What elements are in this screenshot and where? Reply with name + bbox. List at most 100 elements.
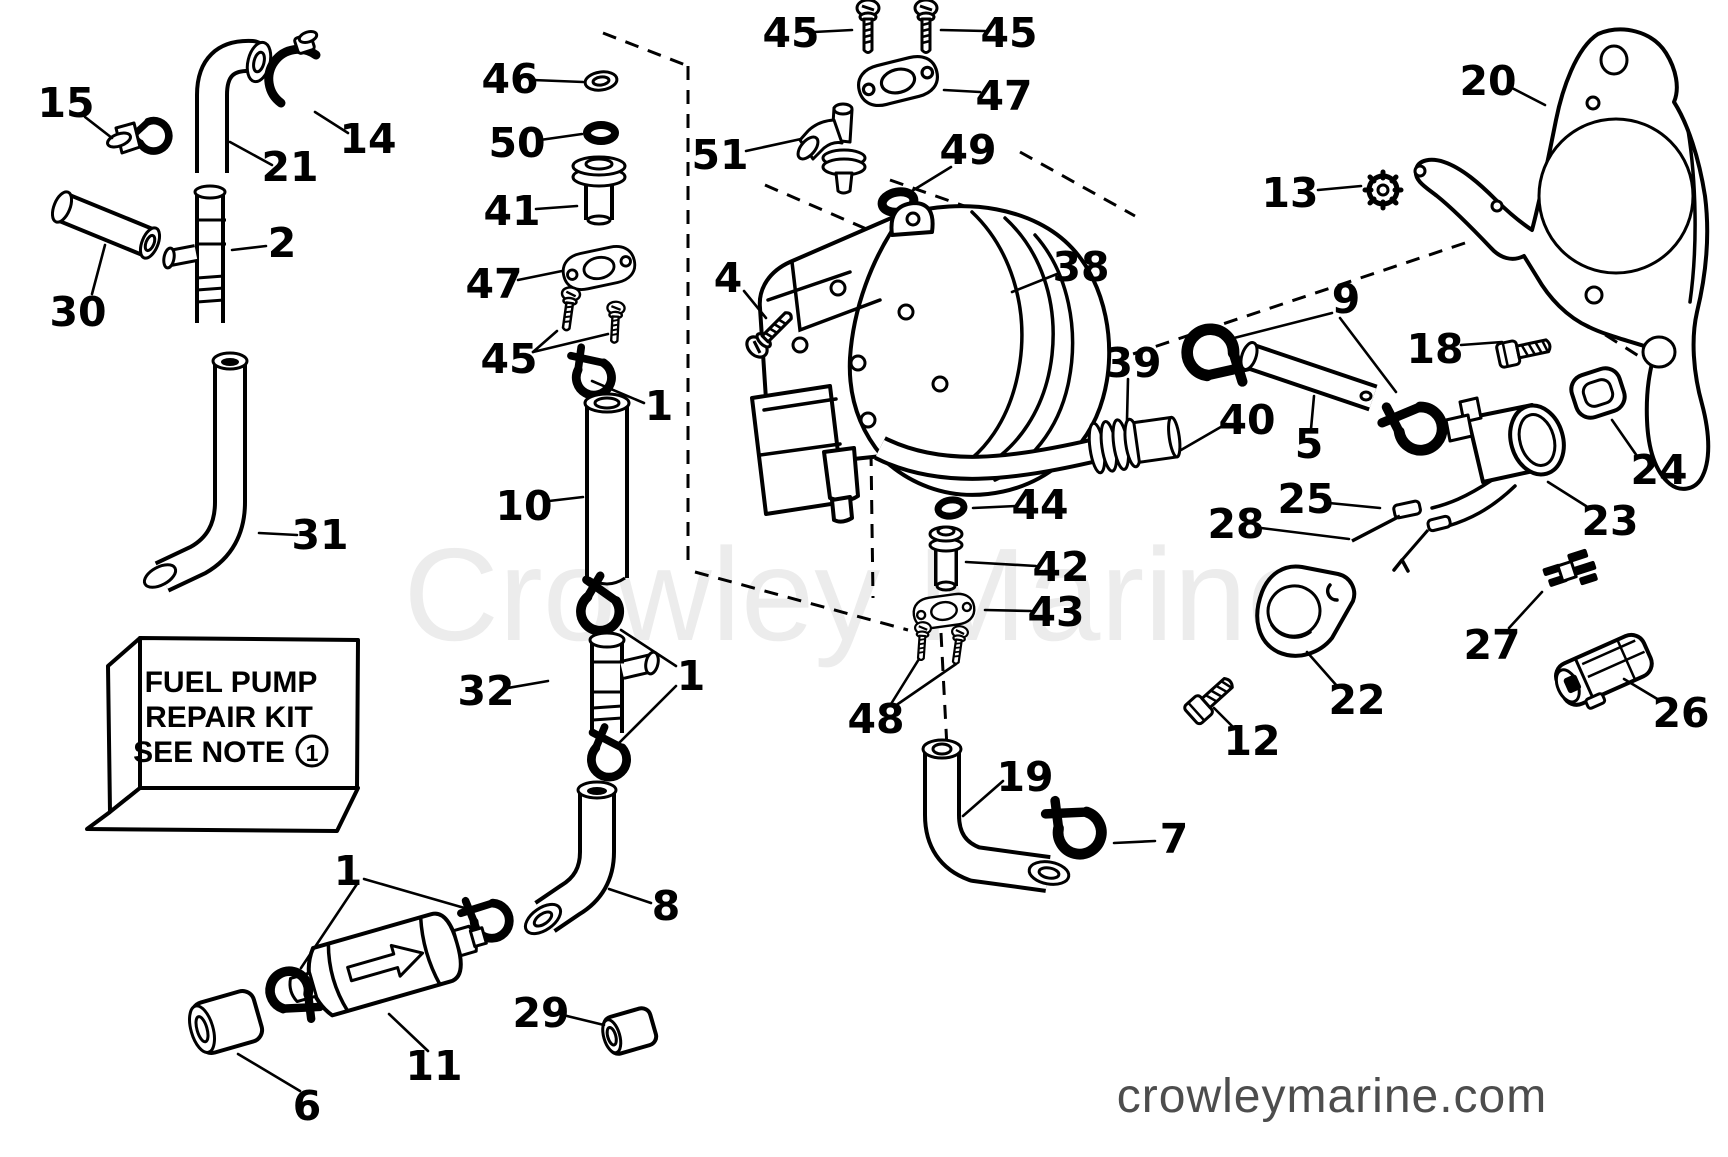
leader-line-25 [1327, 501, 1382, 510]
leader-line-6 [236, 1052, 302, 1093]
part-45-screw-top-a [855, 0, 881, 54]
part-32-tee-fitting [588, 631, 660, 733]
part-9-clamp-b [1376, 386, 1451, 459]
leader-line-1 [299, 882, 359, 970]
part-23-primer-valve [1351, 396, 1566, 573]
leader-line-39 [1125, 377, 1130, 422]
callout-number-5: 5 [1295, 420, 1324, 468]
part-51-elbow-fitting [796, 102, 867, 195]
callout-number-39: 39 [1104, 339, 1161, 387]
leader-line-13 [1316, 184, 1363, 192]
leader-line-50 [538, 132, 584, 142]
leader-line-51 [744, 137, 803, 153]
part-47-gasket-left [558, 241, 640, 295]
part-41-check-valve [571, 155, 627, 226]
leader-line-8 [607, 887, 653, 905]
part-47-gasket-top [852, 50, 944, 112]
callout-number-31: 31 [291, 511, 348, 559]
watermark-text: Crowley Marine [404, 521, 1321, 668]
callout-number-45: 45 [980, 9, 1037, 57]
part-45-screw-left-b [604, 300, 627, 345]
part-44-oring [934, 496, 968, 520]
leader-line-1 [362, 877, 470, 911]
callout-number-12: 12 [1223, 717, 1280, 765]
leader-line-45 [812, 28, 854, 34]
leader-line-12 [1212, 706, 1235, 729]
leader-line-45 [939, 28, 987, 33]
callout-number-47: 47 [975, 72, 1032, 120]
leader-line-47 [942, 88, 982, 94]
callout-number-25: 25 [1277, 475, 1334, 523]
callout-number-48: 48 [847, 695, 904, 743]
part-40-hose-connector [874, 415, 1182, 481]
part-24-seal-ring [1569, 366, 1627, 420]
leader-line-23 [1546, 480, 1588, 508]
callout-number-41: 41 [483, 187, 540, 235]
callout-number-28: 28 [1207, 500, 1264, 548]
callout-number-2: 2 [268, 219, 297, 267]
part-6-sleeve [188, 989, 265, 1055]
callout-number-27: 27 [1463, 621, 1520, 669]
note-line-2: REPAIR KIT [145, 701, 313, 734]
leader-line-32 [506, 679, 550, 690]
leader-line-21 [228, 140, 274, 167]
leader-line-22 [1305, 650, 1339, 688]
callout-number-4: 4 [714, 254, 743, 302]
part-45-screw-left-a [555, 285, 583, 333]
leader-line-1 [590, 379, 646, 405]
note-ref-number: 1 [306, 740, 319, 766]
leader-line-1 [619, 628, 678, 668]
leader-line-41 [534, 204, 579, 211]
callout-number-1: 1 [334, 847, 363, 895]
callout-number-23: 23 [1581, 497, 1638, 545]
callout-number-24: 24 [1630, 446, 1687, 494]
leader-line-11 [387, 1012, 430, 1053]
callout-number-29: 29 [512, 989, 569, 1037]
leader-line-31 [257, 531, 299, 537]
part-45-screw-top-b [913, 0, 939, 54]
part-46-washer [583, 70, 619, 92]
leader-line-43 [983, 608, 1033, 613]
leader-line-45 [531, 329, 559, 354]
part-1-clamp-c [591, 727, 626, 777]
callout-number-45: 45 [762, 9, 819, 57]
part-39-connector-ridges [1087, 415, 1182, 475]
callout-number-50: 50 [488, 119, 545, 167]
part-30-fuel-tube [50, 190, 162, 260]
part-14-spring-clamp [264, 29, 321, 108]
callout-number-21: 21 [261, 143, 318, 191]
leader-line-19 [961, 779, 1005, 818]
callout-number-9: 9 [1332, 275, 1361, 323]
part-21-elbow-hose [195, 38, 273, 173]
callout-number-44: 44 [1011, 481, 1068, 529]
leader-lines [83, 28, 1661, 1093]
callout-number-49: 49 [939, 126, 996, 174]
leader-line-28 [1259, 526, 1351, 541]
note-box: FUEL PUMP REPAIR KIT SEE NOTE 1 [85, 636, 360, 833]
leader-line-1 [616, 684, 678, 746]
leader-line-30 [90, 243, 107, 296]
callout-number-51: 51 [691, 131, 748, 179]
leader-line-26 [1622, 677, 1661, 702]
leader-line-24 [1610, 418, 1639, 458]
leader-line-9 [1338, 316, 1398, 394]
leader-line-45 [531, 332, 610, 354]
part-10-fuel-tube [583, 392, 631, 586]
note-line-3: SEE NOTE [133, 736, 285, 769]
callout-number-45: 45 [480, 335, 537, 383]
part-22-retainer-plate [1255, 564, 1357, 658]
callout-number-38: 38 [1052, 243, 1109, 291]
part-31-elbow-hose [142, 351, 249, 593]
callout-number-40: 40 [1218, 396, 1275, 444]
part-13-star-nut [1362, 169, 1404, 211]
leader-line-18 [1459, 340, 1504, 347]
callout-number-1: 1 [677, 652, 706, 700]
callout-number-26: 26 [1652, 689, 1709, 737]
leader-line-29 [565, 1014, 606, 1027]
part-2-tee-fitting [162, 184, 227, 323]
note-line-1: FUEL PUMP [145, 666, 318, 699]
callout-number-32: 32 [457, 667, 514, 715]
leader-line-10 [547, 495, 585, 503]
